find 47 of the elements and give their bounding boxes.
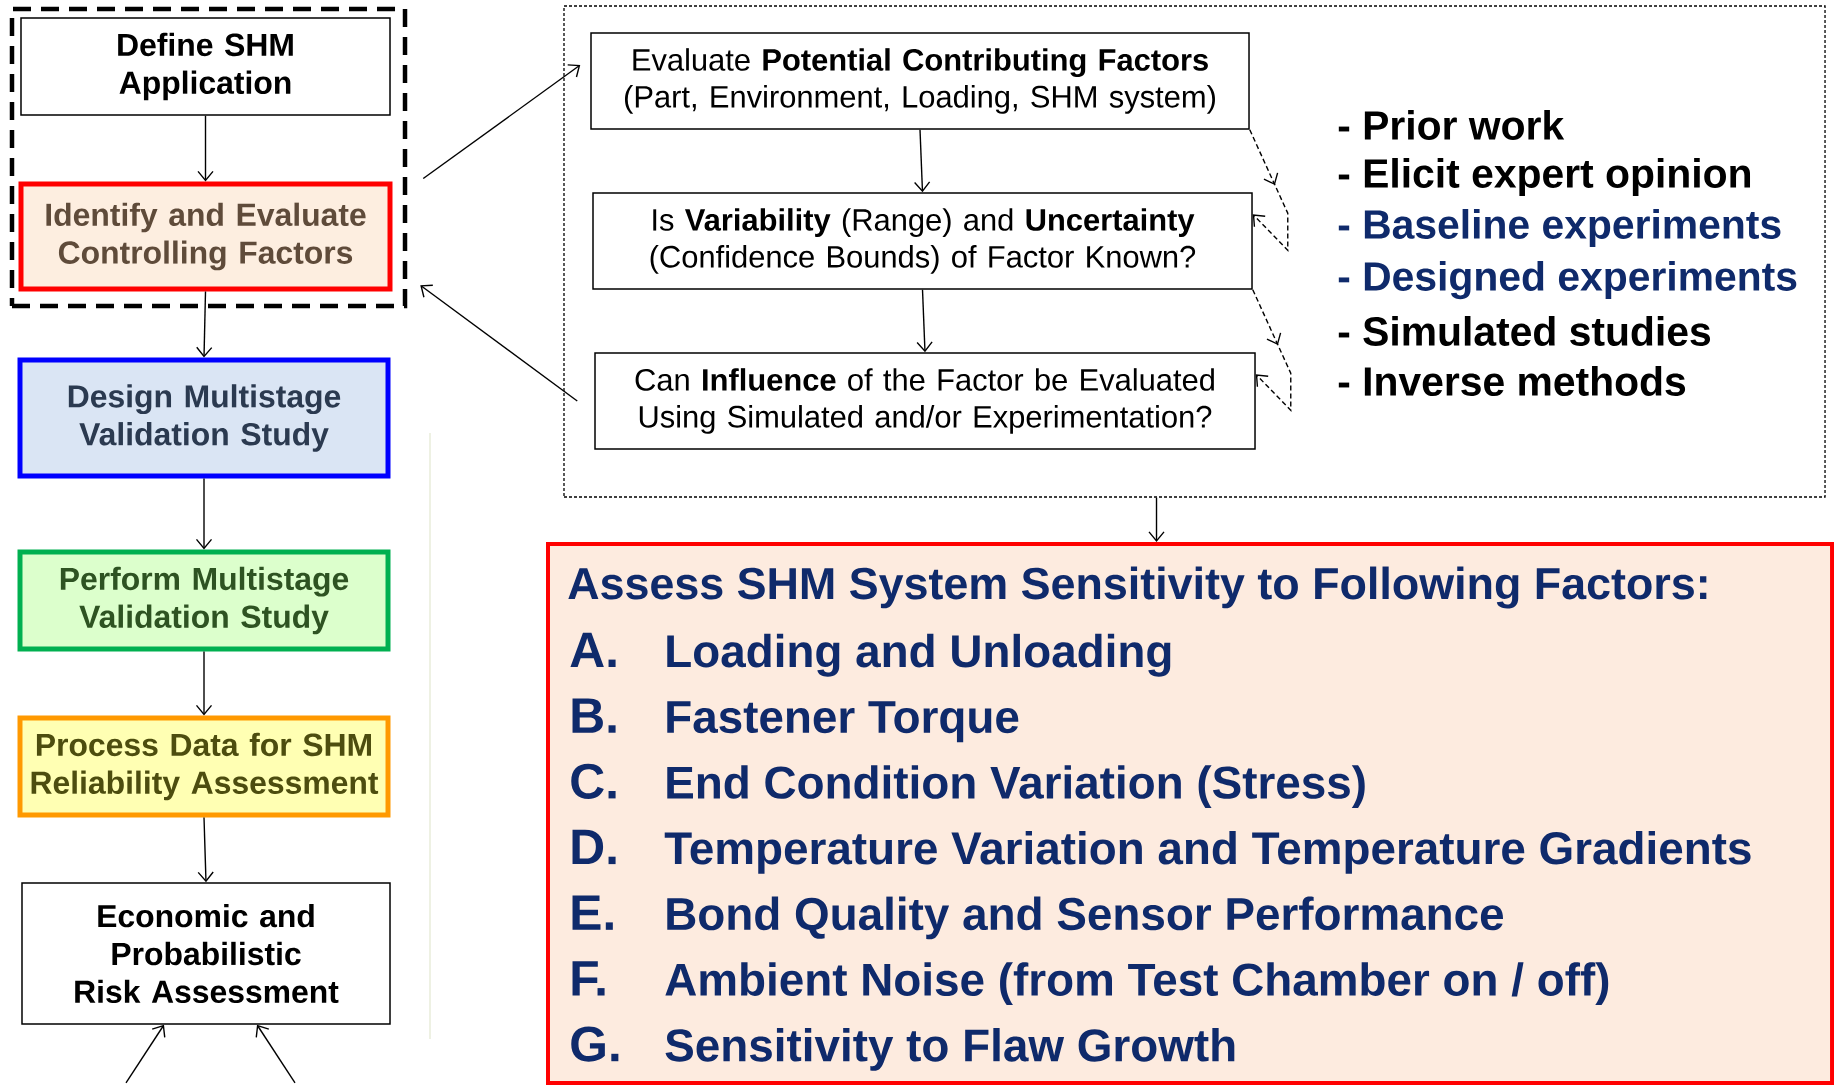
list-text: - Prior work (1338, 110, 1565, 140)
item-letter: E. (572, 895, 613, 930)
arrow (1249, 129, 1289, 252)
arrow (1148, 496, 1165, 542)
arrow (125, 1024, 166, 1084)
arrow (913, 129, 931, 193)
heading-text: Assess SHM System Sensitivity to Following Factors: (568, 566, 1707, 609)
list-item: Loading and Unloading (667, 633, 1171, 677)
arrow (197, 115, 214, 182)
dashed-group-frame (9, 6, 408, 309)
list-text: - Inverse methods (1338, 366, 1686, 396)
dotted-group-frame (563, 5, 1826, 498)
list-text: - Elicit expert opinion (1338, 157, 1750, 197)
list-text: - Baseline experiments (1338, 208, 1781, 248)
arrow (255, 1024, 296, 1084)
item-letter: A. (570, 632, 616, 667)
arrow (195, 650, 213, 716)
process-box: Is Variability (Range) and Uncertainty (Confidence Bounds) of Factor Known? (592, 192, 1253, 290)
item-letter: F. (572, 961, 605, 996)
process-box: Evaluate Potential Contributing Factors (Part, Environment, Loading, SHM system) (590, 32, 1250, 130)
list-item: Sensitivity to Flaw Growth (665, 1028, 1235, 1071)
list-item: Ambient Noise (from Test Chamber on / off) (665, 962, 1609, 1006)
process-box: Identify and Evaluate Controlling Factors (18, 181, 393, 292)
factor-list-box (546, 542, 1834, 1085)
process-box: Can Influence of the Factor be Evaluated Using Simulated and/or Experimentation? (594, 352, 1256, 450)
item-letter: B. (572, 698, 616, 733)
arrow (422, 64, 581, 180)
item-letter: D. (572, 829, 616, 865)
arrow (916, 289, 933, 353)
arrow (197, 816, 214, 883)
arrow (196, 290, 213, 358)
arrow (1252, 289, 1292, 412)
list-item: Fastener Torque (667, 701, 1019, 743)
process-box: Economic and Probabilistic Risk Assessment (21, 882, 391, 1025)
list-item: End Condition Variation (Stress) (667, 765, 1365, 808)
process-box: Define SHM Application (20, 17, 391, 116)
item-letter: C. (571, 763, 616, 799)
list-item: Temperature Variation and Temperature Gradients (664, 830, 1751, 874)
process-box: Process Data for SHM Reliability Assessment (17, 715, 391, 818)
process-box: Design Multistage Validation Study (17, 357, 391, 479)
arrow (195, 477, 213, 550)
item-letter: G. (571, 1026, 619, 1062)
list-text: - Designed experiments (1338, 260, 1797, 300)
list-item: Bond Quality and Sensor Performance (667, 896, 1503, 940)
process-box: Perform Multistage Validation Study (17, 549, 391, 652)
arrow (420, 284, 578, 402)
list-text: - Simulated studies (1338, 316, 1711, 346)
